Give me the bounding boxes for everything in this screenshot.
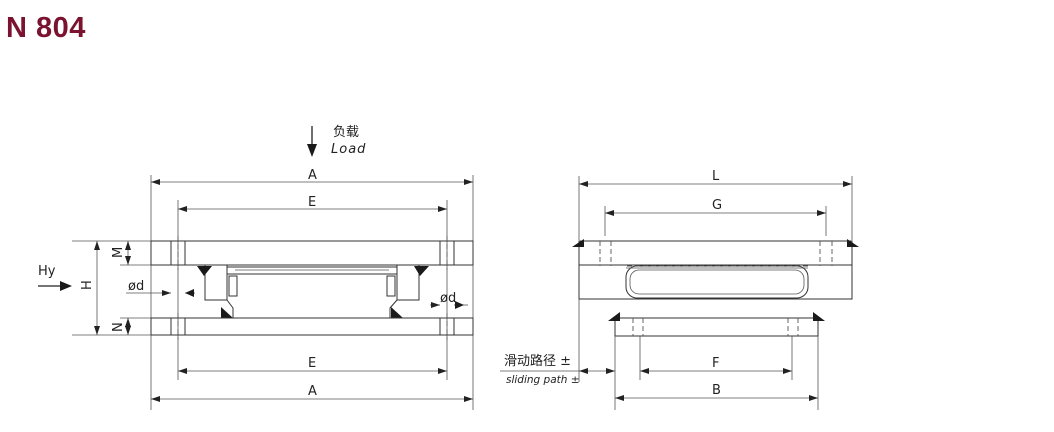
phi-d-right: ød <box>440 291 456 306</box>
upper-plate-side <box>578 240 853 266</box>
guide-block-right <box>396 264 420 301</box>
load-arrow <box>307 126 317 157</box>
dim-e-top: E <box>308 195 316 210</box>
right-view: L G F <box>500 169 859 410</box>
load-label-en: Load <box>331 142 366 157</box>
dim-l: L <box>712 169 720 184</box>
dim-f: F <box>712 356 719 371</box>
dim-a-bottom: A <box>308 384 317 399</box>
dim-h: H <box>80 280 95 290</box>
left-view: 负载 Load A E <box>38 125 474 410</box>
phi-d-left: ød <box>128 279 144 294</box>
bottom-plate <box>150 317 474 336</box>
pot-body <box>226 273 398 319</box>
dim-e-bottom: E <box>308 356 316 371</box>
upper-body-side <box>578 264 853 300</box>
hy-label: Hy <box>38 264 56 279</box>
sliding-plate <box>226 266 398 275</box>
lower-plate-side <box>614 317 819 337</box>
dim-a-top: A <box>308 168 317 183</box>
dim-m: M <box>111 247 126 258</box>
sliding-path-cn: 滑动路径 ± <box>504 353 571 369</box>
sliding-path-en: sliding path ± <box>506 374 580 386</box>
dim-g: G <box>712 198 722 213</box>
dim-b: B <box>712 383 721 398</box>
page-title: N 804 <box>6 12 86 44</box>
dim-n: N <box>111 322 126 332</box>
load-label-cn: 负载 <box>333 125 359 140</box>
top-plate <box>150 240 474 266</box>
